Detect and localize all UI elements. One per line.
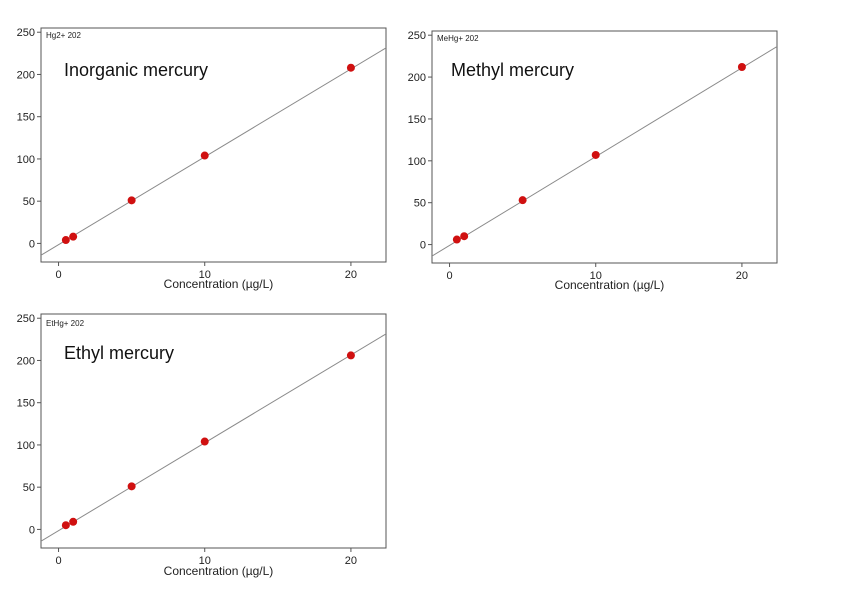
chart-title: Ethyl mercury: [64, 343, 174, 363]
plot-frame: [40, 27, 387, 263]
data-point: [200, 437, 209, 446]
y-tick-label: 0: [29, 238, 35, 250]
data-point: [69, 517, 78, 526]
x-axis-label: Concentration (µg/L): [164, 277, 274, 291]
y-tick-label: 200: [408, 72, 426, 84]
y-tick-label: 200: [17, 69, 35, 81]
y-tick-label: 100: [17, 154, 35, 166]
x-tick-label: 10: [590, 270, 602, 282]
chart-title: Methyl mercury: [451, 60, 574, 80]
x-tick-label: 0: [55, 269, 61, 281]
plot-frame: [431, 30, 778, 264]
x-tick-label: 10: [199, 269, 211, 281]
y-tick-label: 50: [23, 482, 35, 494]
chart-title: Inorganic mercury: [64, 60, 208, 80]
y-tick-label: 100: [408, 156, 426, 168]
y-tick-label: 0: [420, 240, 426, 252]
data-point: [460, 232, 469, 241]
x-tick-label: 0: [446, 270, 452, 282]
x-tick-label: 0: [55, 555, 61, 567]
data-point: [591, 150, 600, 159]
data-point: [518, 196, 527, 205]
data-point: [200, 151, 209, 160]
data-point: [127, 482, 136, 491]
y-tick-label: 50: [414, 198, 426, 210]
data-point: [61, 521, 70, 530]
series-tag: MeHg+ 202: [437, 34, 479, 43]
y-tick-label: 250: [17, 313, 35, 325]
y-tick-label: 0: [29, 524, 35, 536]
data-point: [452, 235, 461, 244]
x-tick-label: 20: [736, 270, 748, 282]
chart-panel-inorganic-mercury: Hg2+ 202 Inorganic mercury Concentration…: [17, 27, 387, 291]
y-tick-label: 250: [17, 27, 35, 39]
chart-panel-ethyl-mercury: EtHg+ 202 Ethyl mercury Concentration (µ…: [17, 313, 387, 578]
x-tick-label: 10: [199, 555, 211, 567]
data-point: [127, 196, 136, 205]
x-tick-label: 20: [345, 555, 357, 567]
data-point: [737, 63, 746, 72]
y-tick-label: 150: [17, 398, 35, 410]
y-tick-label: 150: [17, 112, 35, 124]
fit-line: [41, 333, 386, 542]
y-tick-label: 200: [17, 355, 35, 367]
data-point: [346, 63, 355, 72]
y-tick-label: 50: [23, 196, 35, 208]
data-point: [69, 232, 78, 241]
x-axis-label: Concentration (µg/L): [555, 278, 665, 292]
plot-frame: [40, 313, 387, 549]
y-tick-label: 100: [17, 440, 35, 452]
y-tick-label: 250: [408, 30, 426, 42]
fit-line: [432, 46, 777, 257]
series-tag: Hg2+ 202: [46, 31, 81, 40]
fit-line: [41, 47, 386, 256]
data-point: [61, 236, 70, 245]
chart-panel-methyl-mercury: MeHg+ 202 Methyl mercury Concentration (…: [408, 30, 778, 292]
x-tick-label: 20: [345, 269, 357, 281]
x-axis-label: Concentration (µg/L): [164, 564, 274, 578]
y-tick-label: 150: [408, 114, 426, 126]
series-tag: EtHg+ 202: [46, 319, 85, 328]
data-point: [346, 351, 355, 360]
